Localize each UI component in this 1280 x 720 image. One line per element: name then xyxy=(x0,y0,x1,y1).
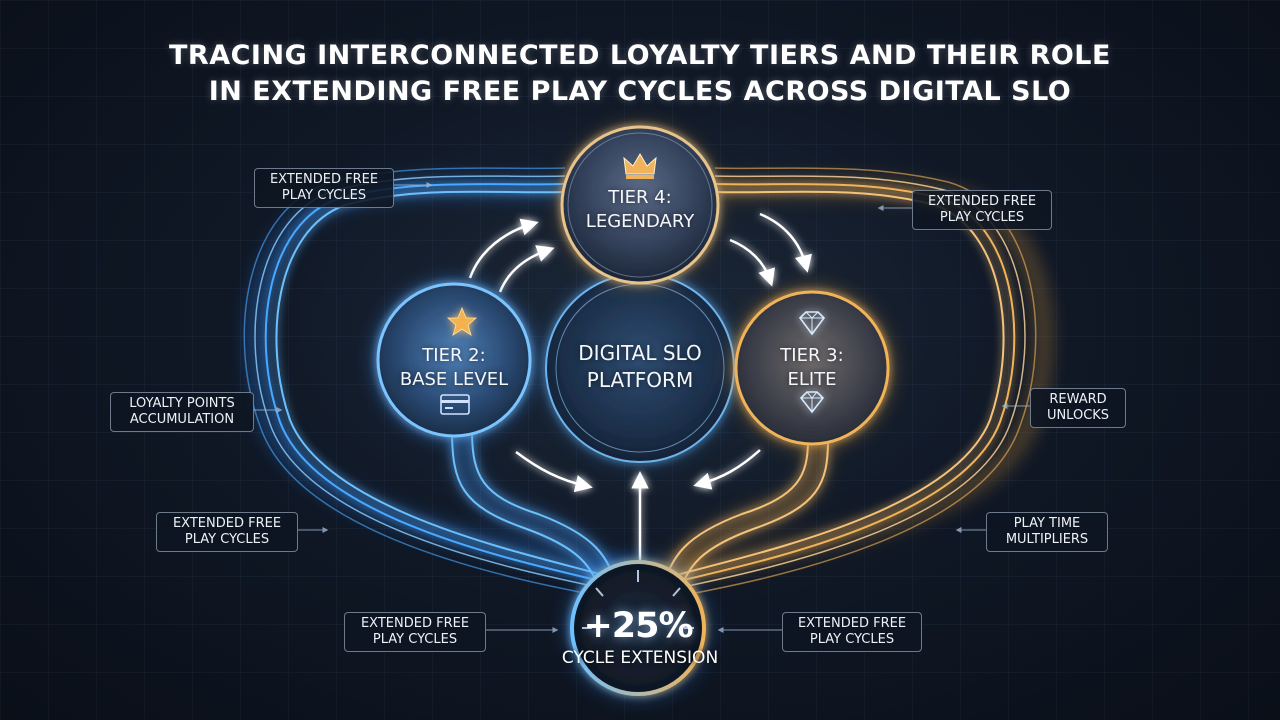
center-platform-label: DIGITAL SLO PLATFORM xyxy=(560,340,720,394)
callout-low-left-line1: EXTENDED FREE xyxy=(172,516,282,531)
callout-mid-left-line1: LOYALTY POINTS xyxy=(129,396,235,411)
callout-top-right-line1: EXTENDED FREE xyxy=(927,194,1037,209)
card-icon xyxy=(440,394,470,415)
callout-low-right-line2: MULTIPLIERS xyxy=(1005,532,1089,547)
star-icon xyxy=(446,306,478,336)
callout-top-left-line1: EXTENDED FREE xyxy=(269,172,379,187)
center-label-line1: DIGITAL SLO xyxy=(578,341,702,365)
gauge-value: +25% xyxy=(583,606,693,646)
tier3-tube xyxy=(659,439,829,597)
crown-icon xyxy=(623,153,657,179)
callout-mid-right: REWARD UNLOCKS xyxy=(1030,388,1126,428)
tier4-label-line2: LEGENDARY xyxy=(585,211,695,232)
callout-connectors xyxy=(254,182,1030,633)
title-line-2: IN EXTENDING FREE PLAY CYCLES ACROSS DIG… xyxy=(208,76,1072,107)
diamond-icon-small xyxy=(799,391,825,414)
callout-low-right: PLAY TIME MULTIPLIERS xyxy=(986,512,1108,552)
callout-mid-left: LOYALTY POINTS ACCUMULATION xyxy=(110,392,254,432)
tier2-tube xyxy=(451,429,621,597)
callout-low-left: EXTENDED FREE PLAY CYCLES xyxy=(156,512,298,552)
callout-bottom-right-line1: EXTENDED FREE xyxy=(797,616,907,631)
tier2-label-line2: BASE LEVEL xyxy=(399,369,509,390)
arrow-tier3-to-center xyxy=(693,449,761,490)
tier2-node xyxy=(372,278,536,442)
tier3-label-line1: TIER 3: xyxy=(780,345,844,366)
tier4-label-line1: TIER 4: xyxy=(608,187,672,208)
flow-arrows xyxy=(468,212,812,570)
callout-mid-right-line2: UNLOCKS xyxy=(1046,408,1110,423)
callout-bottom-left: EXTENDED FREE PLAY CYCLES xyxy=(344,612,486,652)
callout-top-right: EXTENDED FREE PLAY CYCLES xyxy=(912,190,1052,230)
callout-top-right-line2: PLAY CYCLES xyxy=(939,210,1025,225)
callout-low-left-line2: PLAY CYCLES xyxy=(184,532,270,547)
arrow-tier2-to-tier4-inner xyxy=(498,245,555,293)
callout-bottom-left-line1: EXTENDED FREE xyxy=(360,616,470,631)
tier4-label: TIER 4: LEGENDARY xyxy=(560,186,720,234)
tier2-label-line1: TIER 2: xyxy=(422,345,486,366)
callout-bottom-left-line2: PLAY CYCLES xyxy=(372,632,458,647)
callout-bottom-right: EXTENDED FREE PLAY CYCLES xyxy=(782,612,922,652)
tier3-label: TIER 3: ELITE xyxy=(742,344,882,392)
callout-low-right-line1: PLAY TIME xyxy=(1013,516,1081,531)
outer-blue-loop xyxy=(243,167,646,599)
tier2-label: TIER 2: BASE LEVEL xyxy=(384,344,524,392)
tier4-node xyxy=(558,123,722,287)
arrow-tier2-to-tier4 xyxy=(468,218,539,279)
center-label-line2: PLATFORM xyxy=(586,368,694,392)
callout-mid-left-line2: ACCUMULATION xyxy=(129,412,235,427)
gauge-label: CYCLE EXTENSION xyxy=(561,648,719,668)
arrow-tier4-to-tier3-outer xyxy=(759,212,812,273)
callout-top-left-line2: PLAY CYCLES xyxy=(281,188,367,203)
page-title: TRACING INTERCONNECTED LOYALTY TIERS AND… xyxy=(0,38,1280,110)
arrow-tier2-center-bidir xyxy=(515,450,593,493)
tier3-label-line2: ELITE xyxy=(787,369,837,390)
diamond-icon xyxy=(798,311,826,336)
callout-bottom-right-line2: PLAY CYCLES xyxy=(809,632,895,647)
callout-mid-right-line1: REWARD xyxy=(1049,392,1107,407)
arrow-tier4-to-tier3 xyxy=(729,238,775,287)
title-line-1: TRACING INTERCONNECTED LOYALTY TIERS AND… xyxy=(169,40,1111,71)
callout-top-left: EXTENDED FREE PLAY CYCLES xyxy=(254,168,394,208)
cycle-extension-gauge xyxy=(566,556,710,700)
tier3-node xyxy=(730,286,894,450)
